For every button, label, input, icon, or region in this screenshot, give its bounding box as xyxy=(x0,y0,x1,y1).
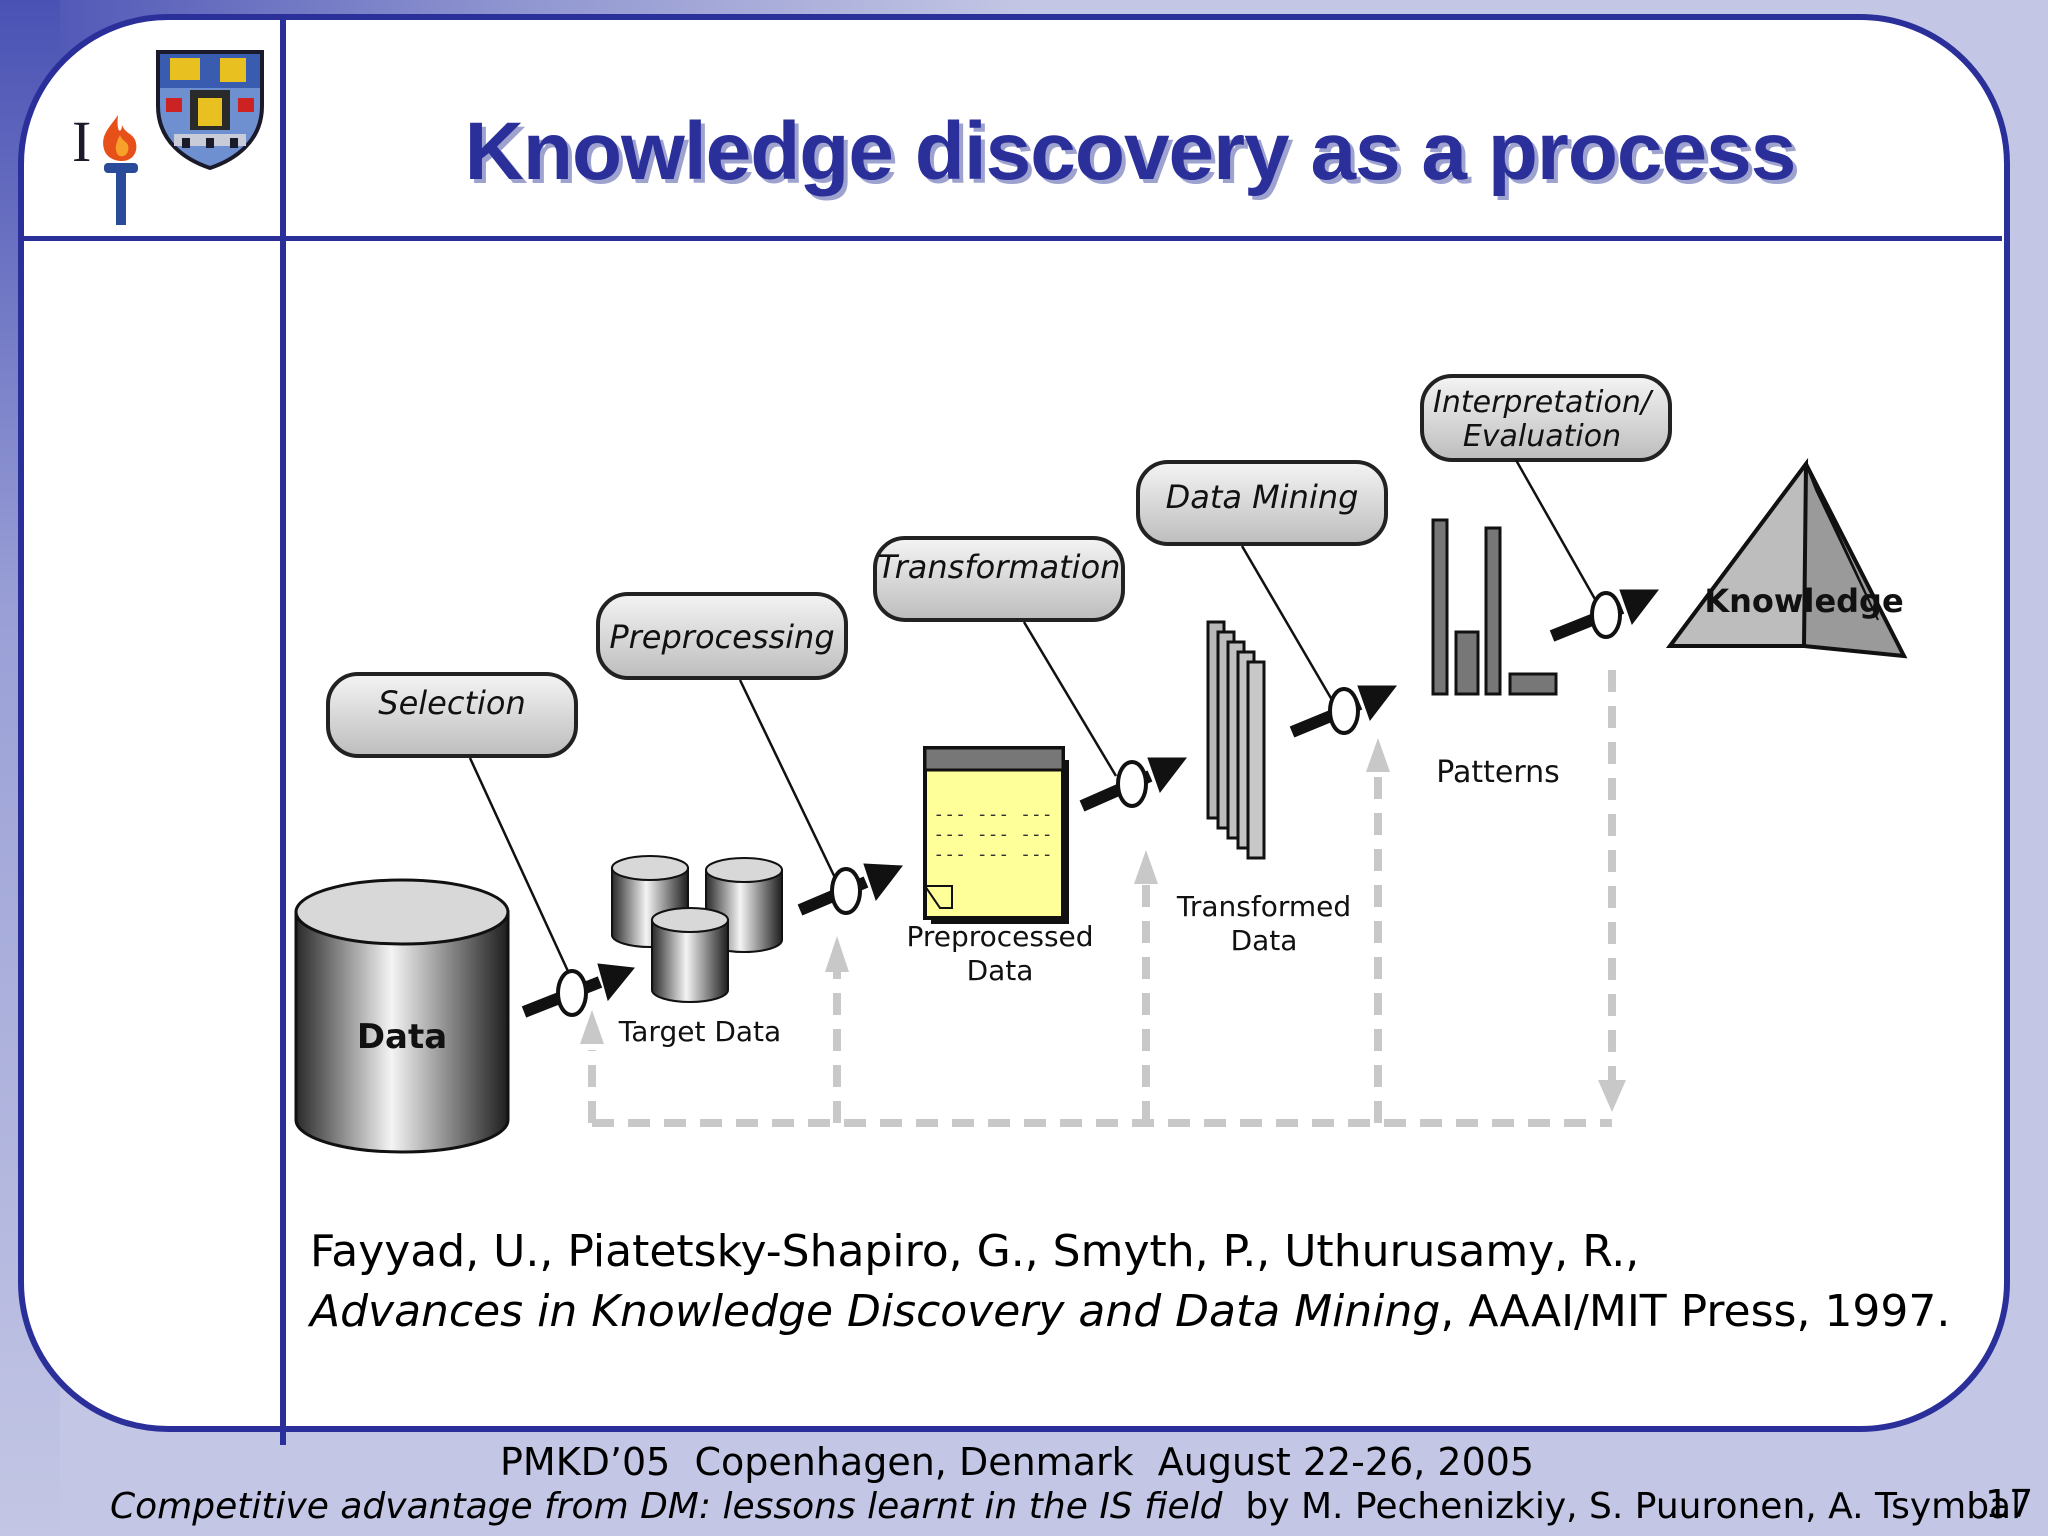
step-transformation-label: Transformation xyxy=(878,548,1121,586)
stage-target-data: Target Data xyxy=(618,1015,781,1048)
patterns-bars: Patterns xyxy=(1431,518,1560,790)
step-interpretation-line1: Interpretation/ xyxy=(1433,385,1654,420)
doc-line-2: --- --- --- xyxy=(933,824,1052,845)
step-preprocessing: Preprocessing xyxy=(596,592,848,680)
step-preprocessing-label: Preprocessing xyxy=(609,618,834,656)
vertical-divider xyxy=(280,20,286,1445)
stage-transformed-line1: Transformed xyxy=(1176,890,1351,923)
stage-transformed-line2: Data xyxy=(1231,924,1298,957)
feedback-loop xyxy=(588,670,1616,1127)
transformed-data-stack: Transformed Data xyxy=(1176,620,1351,957)
preprocessed-data-document: --- --- --- --- --- --- --- --- --- Prep… xyxy=(906,746,1094,987)
citation-publisher: , AAAI/MIT Press, 1997. xyxy=(1440,1286,1951,1337)
footer-authors: by M. Pechenizkiy, S. Puuronen, A. Tsymb… xyxy=(1222,1486,2022,1527)
step-interpretation: Interpretation/ Evaluation xyxy=(1420,374,1672,462)
process-arrows xyxy=(521,589,1660,1018)
footer-conference: PMKD’05 Copenhagen, Denmark August 22-26… xyxy=(500,1440,1535,1484)
doc-line-1: --- --- --- xyxy=(933,804,1052,825)
leader-lines xyxy=(468,459,1602,981)
stage-knowledge: Knowledge xyxy=(1704,582,1903,620)
torch-logo-icon: I xyxy=(72,109,138,225)
step-data-mining-label: Data Mining xyxy=(1166,478,1359,516)
citation-line2: Advances in Knowledge Discovery and Data… xyxy=(310,1282,1950,1342)
stage-preprocessed-line2: Data xyxy=(967,954,1034,987)
footer-talk: Competitive advantage from DM: lessons l… xyxy=(110,1486,2021,1527)
stage-data: Data xyxy=(357,1017,447,1057)
page-number: 17 xyxy=(1985,1482,2034,1526)
kdd-process-diagram: Data Target Data --- --- --- --- --- ---… xyxy=(294,374,1908,1154)
slide-title: Knowledge discovery as a process xyxy=(464,106,1797,197)
citation-authors: Fayyad, U., Piatetsky-Shapiro, G., Smyth… xyxy=(310,1226,1640,1277)
knowledge-pyramid: Knowledge xyxy=(1666,457,1908,659)
horizontal-divider xyxy=(22,236,2002,241)
citation-book-title: Advances in Knowledge Discovery and Data… xyxy=(310,1286,1441,1337)
footer-talk-title: Competitive advantage from DM: lessons l… xyxy=(110,1486,1223,1527)
step-interpretation-line2: Evaluation xyxy=(1463,419,1621,454)
feedback-arrowheads xyxy=(580,738,1626,1112)
step-transformation: Transformation xyxy=(873,536,1125,622)
step-data-mining: Data Mining xyxy=(1136,460,1388,546)
step-selection-label: Selection xyxy=(378,684,525,722)
citation: Fayyad, U., Piatetsky-Shapiro, G., Smyth… xyxy=(310,1222,1950,1342)
stage-preprocessed-line1: Preprocessed xyxy=(906,920,1093,953)
step-selection: Selection xyxy=(326,672,578,758)
logo-letter: I xyxy=(72,109,91,174)
stage-patterns: Patterns xyxy=(1436,755,1560,790)
data-cylinder: Data xyxy=(294,878,510,1154)
university-crest-icon xyxy=(156,50,264,170)
target-data-cylinders: Target Data xyxy=(611,855,783,1048)
doc-line-3: --- --- --- xyxy=(933,844,1052,865)
